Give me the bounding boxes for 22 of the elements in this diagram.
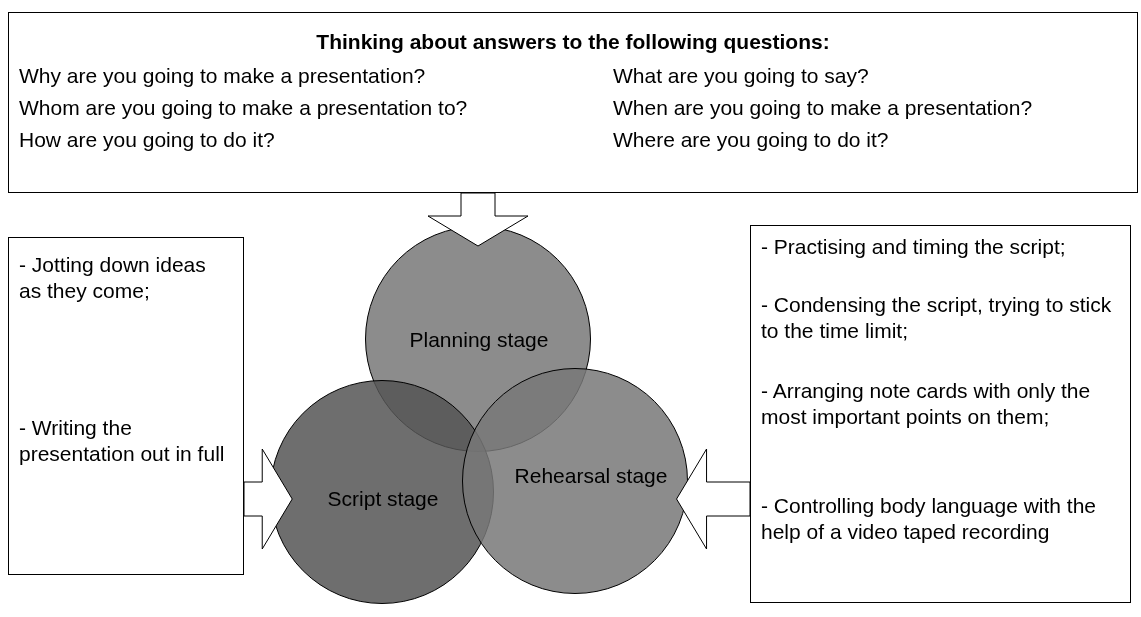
text-box bbox=[8, 237, 244, 575]
note-text: - Condensing the script, trying to stick to the time limit; bbox=[761, 292, 1113, 345]
stage-label: Rehearsal stage bbox=[513, 463, 669, 489]
stage-label: Planning stage bbox=[408, 327, 550, 353]
note-text: What are you going to say? bbox=[613, 63, 869, 89]
stage-label: Script stage bbox=[326, 486, 440, 512]
text-box bbox=[750, 225, 1131, 603]
block-arrow bbox=[243, 448, 293, 550]
note-text: Where are you going to do it? bbox=[613, 127, 889, 153]
heading: Thinking about answers to the following questions: bbox=[315, 29, 831, 55]
block-arrow bbox=[676, 448, 751, 550]
note-text: - Arranging note cards with only the most important points on them; bbox=[761, 378, 1092, 431]
note-text: - Controlling body language with the help of a video taped recording bbox=[761, 493, 1098, 546]
note-text: Whom are you going to make a presentation to? bbox=[19, 95, 468, 121]
block-arrow bbox=[427, 192, 529, 247]
note-text: Why are you going to make a presentation? bbox=[19, 63, 426, 89]
text-box bbox=[8, 12, 1138, 193]
note-text: - Writing the presentation out in full bbox=[19, 415, 226, 468]
note-text: When are you going to make a presentation? bbox=[613, 95, 1033, 121]
note-text: How are you going to do it? bbox=[19, 127, 275, 153]
note-text: - Jotting down ideas as they come; bbox=[19, 252, 207, 305]
note-text: - Practising and timing the script; bbox=[761, 234, 1067, 260]
